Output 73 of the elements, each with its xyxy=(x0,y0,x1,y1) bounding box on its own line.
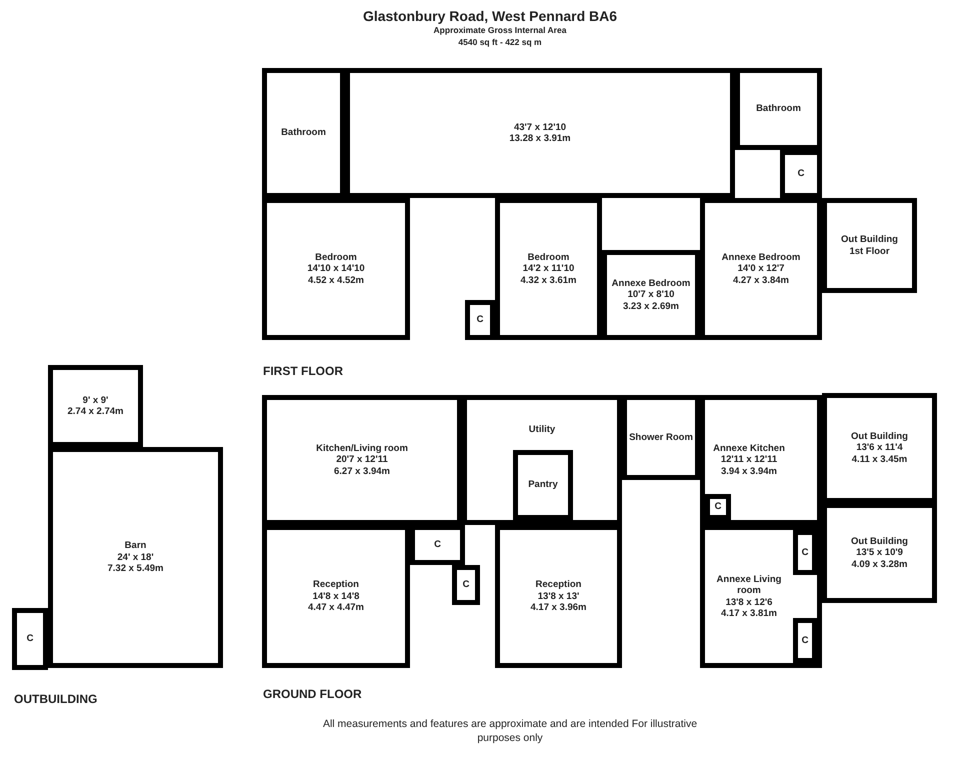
room-name: C xyxy=(433,539,442,551)
room-dimensions: 6.27 x 3.94m xyxy=(333,466,391,478)
floor-label: GROUND FLOOR xyxy=(263,686,362,703)
room-name: C xyxy=(796,168,806,180)
room-name: Bathroom xyxy=(280,127,327,139)
room xyxy=(513,450,573,520)
room-name: Reception xyxy=(534,579,582,591)
room-dimensions: 4.32 x 3.61m xyxy=(520,274,578,286)
room-name: C xyxy=(476,314,484,326)
room-dimensions: 4.09 x 3.28m xyxy=(850,558,908,570)
room-dimensions: 12'11 x 12'11 xyxy=(720,454,778,466)
room xyxy=(262,525,410,668)
room-name: 9' x 9' xyxy=(82,394,110,406)
room-dimensions: 20'7 x 12'11 xyxy=(335,454,389,466)
room-dimensions: 4.27 x 3.84m xyxy=(732,274,790,286)
room-dimensions: 14'10 x 14'10 xyxy=(306,263,366,275)
room-dimensions: 13'6 x 11'4 xyxy=(855,442,904,454)
room-name: Annexe Kitchen xyxy=(712,442,786,454)
room-dimensions: 14'0 x 12'7 xyxy=(736,263,786,275)
room-dimensions: 10'7 x 8'10 xyxy=(626,289,676,301)
room-dimensions: 4.17 x 3.96m xyxy=(530,602,588,614)
room xyxy=(495,525,622,668)
room-dimensions: 13'8 x 13' xyxy=(536,590,580,602)
room xyxy=(12,608,48,670)
room-name: Out Building xyxy=(840,234,899,246)
area-note: Approximate Gross Internal Area xyxy=(434,24,566,37)
floor-label: FIRST FLOOR xyxy=(263,363,343,380)
room-dimensions: 4.11 x 3.45m xyxy=(850,454,908,466)
room-name: Out Building xyxy=(850,430,909,442)
room-dimensions: 3.94 x 3.94m xyxy=(720,466,778,478)
room-name: Barn xyxy=(124,540,148,552)
room-dimensions: 7.32 x 5.49m xyxy=(106,563,164,575)
room-name: Reception xyxy=(312,579,360,591)
room-name: Annexe Bedroom xyxy=(720,252,802,264)
room-name: C xyxy=(714,501,722,513)
room-name: Bedroom xyxy=(314,252,358,264)
room-name: C xyxy=(462,579,470,591)
room-name: Bathroom xyxy=(755,103,802,115)
room-name: Shower Room xyxy=(628,432,694,444)
room xyxy=(735,68,822,150)
room-name: Pantry xyxy=(527,479,559,491)
disclaimer-note: All measurements and features are approximate and are intended For illustrative purposes only xyxy=(322,718,698,746)
room-dimensions: 1st Floor xyxy=(848,246,891,257)
room-dimensions: 4.47 x 4.47m xyxy=(307,602,365,614)
room-dimensions: 2.74 x 2.74m xyxy=(66,406,124,418)
room-dimensions: 13'5 x 10'9 xyxy=(855,547,904,559)
area-note: 4540 sq ft - 422 sq m xyxy=(458,36,542,49)
room-name: C xyxy=(800,546,810,558)
room-dimensions: 24' x 18' xyxy=(116,552,155,564)
room-name: Out Building xyxy=(850,536,909,548)
room-dimensions: 13'8 x 12'6 xyxy=(724,596,774,608)
room-dimensions: 14'8 x 14'8 xyxy=(312,590,360,602)
room-dimensions: 14'2 x 11'10 xyxy=(522,263,576,275)
room xyxy=(48,365,143,447)
room-dimensions: 13.28 x 3.91m xyxy=(508,133,572,144)
room-dimensions: 4.17 x 3.81m xyxy=(720,608,778,620)
room-name: Utility xyxy=(528,424,556,436)
room xyxy=(465,300,495,340)
room-name: Annexe Bedroom xyxy=(610,278,692,290)
room xyxy=(262,198,410,340)
room-dimensions: 3.23 x 2.69m xyxy=(622,300,680,312)
room xyxy=(48,447,223,668)
room-name: C xyxy=(26,633,34,645)
floor-label: OUTBUILDING xyxy=(14,691,98,708)
plan-title: Glastonbury Road, West Pennard BA6 xyxy=(362,7,618,26)
room xyxy=(822,198,917,293)
room-name: Kitchen/Living room xyxy=(315,442,409,454)
room-name: Bedroom xyxy=(526,252,570,264)
room-name: Annexe Living room xyxy=(716,574,782,596)
room-name: 43'7 x 12'10 xyxy=(512,122,568,133)
room-name: C xyxy=(800,634,810,646)
room-dimensions: 4.52 x 4.52m xyxy=(307,274,365,286)
room xyxy=(452,565,480,605)
